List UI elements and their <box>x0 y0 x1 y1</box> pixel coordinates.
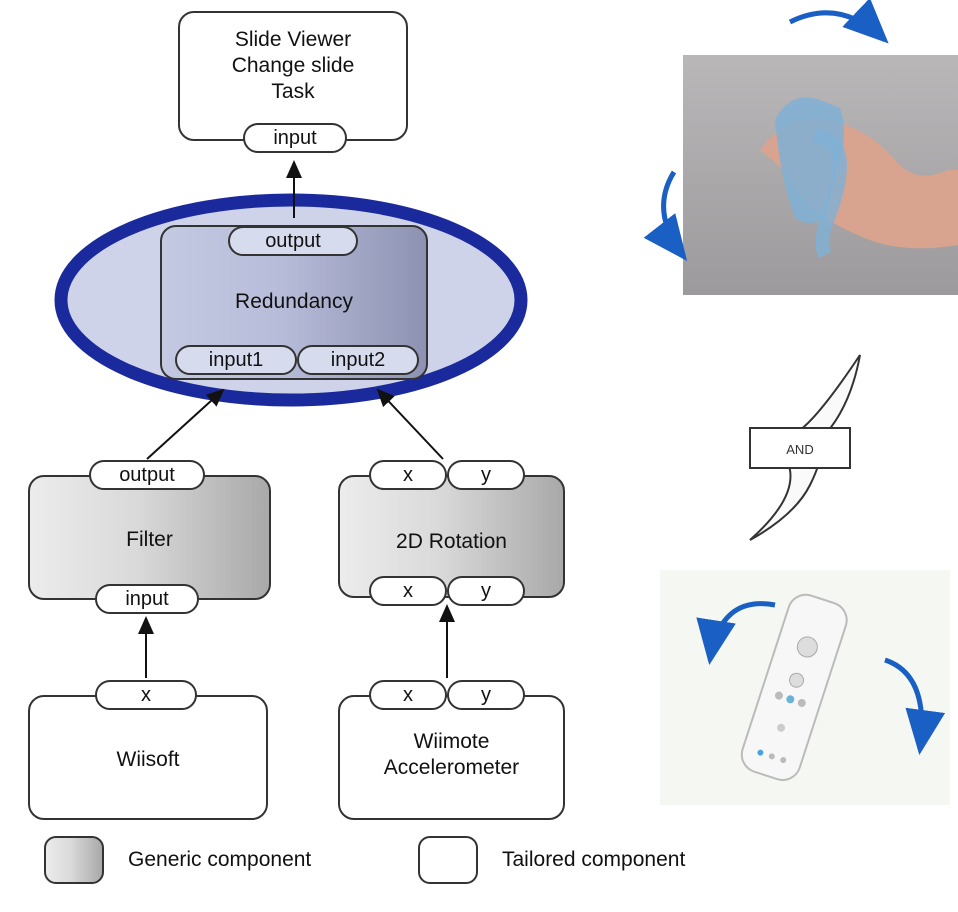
accelerometer-line-2: Accelerometer <box>383 756 520 779</box>
slide-viewer-node[interactable]: Slide Viewer Change slide Task <box>178 11 408 141</box>
filter-input-port[interactable]: input <box>95 584 199 614</box>
redundancy-label: Redundancy <box>235 290 353 313</box>
redundancy-input1-port[interactable]: input1 <box>175 345 297 375</box>
accelerometer-output-y-port[interactable]: y <box>447 680 525 710</box>
accelerometer-line-1: Wiimote <box>413 730 490 753</box>
wire-rotation-to-redundancy <box>376 388 444 460</box>
rotation-output-y-port[interactable]: y <box>447 576 525 606</box>
wiimote-accelerometer-node[interactable]: Wiimote Accelerometer <box>338 695 565 820</box>
wire-filter-to-redundancy <box>146 388 225 460</box>
slide-viewer-input-port[interactable]: input <box>243 123 347 153</box>
wiisoft-output-x-port[interactable]: x <box>95 680 197 710</box>
2d-rotation-label: 2D Rotation <box>396 530 507 553</box>
rotation-input-y-port[interactable]: y <box>447 460 525 490</box>
redundancy-output-port[interactable]: output <box>228 226 358 256</box>
slide-viewer-line-3: Task <box>271 80 315 103</box>
filter-output-port[interactable]: output <box>89 460 205 490</box>
redundancy-input2-port[interactable]: input2 <box>297 345 419 375</box>
rotation-input-x-port[interactable]: x <box>369 460 447 490</box>
legend-generic-swatch <box>44 836 104 884</box>
rotation-output-x-port[interactable]: x <box>369 576 447 606</box>
filter-node[interactable]: Filter <box>28 475 271 600</box>
accelerometer-output-x-port[interactable]: x <box>369 680 447 710</box>
legend-tailored-text: Tailored component <box>502 848 686 871</box>
wiimote-remote-graphic <box>660 570 950 805</box>
wiisoft-label: Wiisoft <box>116 748 180 771</box>
legend-tailored-swatch <box>418 836 478 884</box>
and-lightning-graphic: AND <box>749 354 861 541</box>
wiisoft-node[interactable]: Wiisoft <box>28 695 268 820</box>
hand-wiimote-photo <box>643 0 958 295</box>
and-label: AND <box>786 442 813 457</box>
legend-generic-text: Generic component <box>128 848 312 871</box>
slide-viewer-line-1: Slide Viewer <box>234 28 352 51</box>
slide-viewer-line-2: Change slide <box>231 54 355 77</box>
filter-label: Filter <box>126 528 173 551</box>
